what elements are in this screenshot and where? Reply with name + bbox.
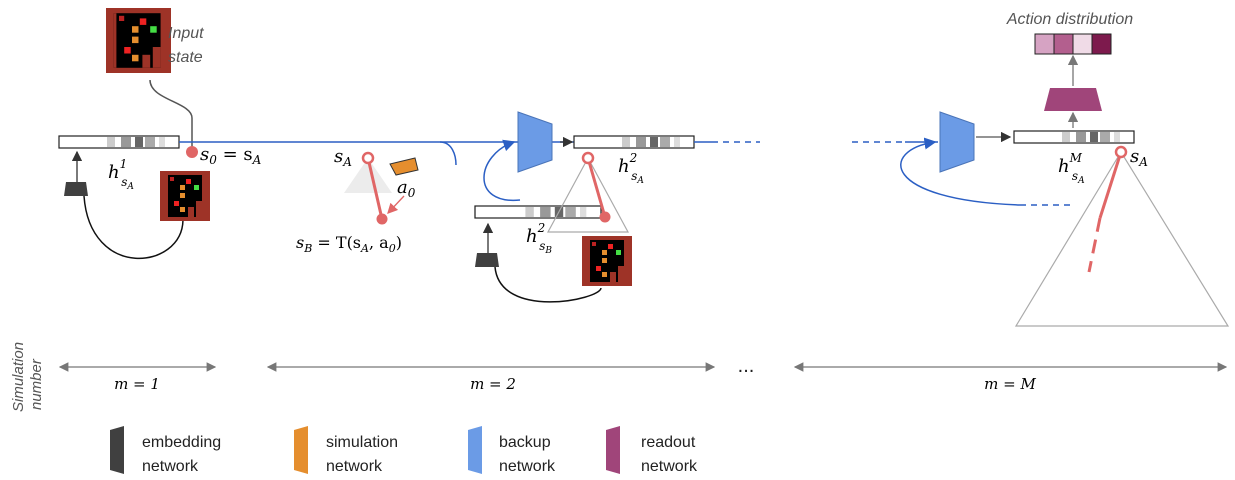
s0-label: s0 = sA (200, 144, 262, 167)
sA-label-M: sA (1130, 146, 1148, 169)
node-root-M (1114, 145, 1128, 159)
input-state-label-1: Input (168, 25, 204, 42)
simulation-tree-light (344, 158, 392, 193)
sim-edge-2 (366, 157, 384, 220)
node-leaf-2 (599, 211, 611, 223)
embedding-bar-1 (58, 135, 180, 149)
grid-2 (582, 236, 632, 286)
search-tree-2 (546, 156, 630, 233)
legend-embedding-icon (110, 426, 124, 474)
embedding-network-1 (64, 182, 88, 196)
embed-loop-1 (83, 195, 184, 259)
tree-edge-M-2 (1087, 217, 1102, 273)
legend: embedding network simulation network bac… (110, 426, 698, 475)
embedding-bar-2 (573, 135, 695, 149)
action-distribution (1034, 33, 1112, 55)
input-connector (149, 79, 193, 150)
node-sB-2 (376, 213, 388, 225)
sB-equation: sB = T(sA, a0) (296, 233, 402, 255)
range-m2-label: m = 2 (470, 375, 516, 393)
sA-label-2: sA (334, 146, 352, 169)
backup-input-curve (483, 139, 521, 201)
legend-readout-label-2: network (641, 458, 698, 475)
legend-simulation-icon (294, 426, 308, 474)
tree-edge-2 (586, 157, 607, 218)
simulation-label-1: Simulation (10, 342, 27, 412)
embed-loop-2 (494, 266, 602, 303)
simulation-network-2 (389, 157, 419, 176)
legend-embedding-label-1: embedding (142, 434, 221, 451)
state-line-drop (439, 141, 457, 166)
a0-arrow (387, 195, 405, 214)
backup-network-2 (517, 111, 553, 173)
legend-readout-icon (606, 426, 620, 474)
legend-backup-label-1: backup (499, 434, 551, 451)
readout-network (1044, 88, 1102, 111)
search-tree-M (1014, 150, 1230, 327)
range-mM-label: m = M (984, 375, 1036, 393)
backup-input-curve-M (900, 137, 1021, 206)
input-state-label-2: state (168, 49, 203, 66)
input-state-grid (106, 8, 171, 73)
node-sA-2 (361, 151, 375, 165)
embedding-bar-sB (474, 205, 602, 219)
tree-edge-M-1 (1098, 151, 1123, 219)
a0-label: a0 (397, 177, 416, 200)
range-ellipsis: ... (738, 355, 755, 377)
legend-backup-icon (468, 426, 482, 474)
action-cell-4 (1091, 33, 1112, 55)
range-m1-label: m = 1 (114, 375, 160, 393)
backup-network-M (939, 111, 975, 173)
embedding-network-2 (475, 253, 499, 267)
legend-backup-label-2: network (499, 458, 556, 475)
legend-readout-label-1: readout (641, 434, 696, 451)
action-cell-1 (1034, 33, 1055, 55)
grid-1 (160, 171, 210, 221)
embedding-bar-M (1013, 130, 1135, 144)
action-distribution-label: Action distribution (1006, 11, 1133, 28)
node-root-2 (581, 151, 595, 165)
action-cell-2 (1053, 33, 1074, 55)
legend-simulation-label-1: simulation (326, 434, 398, 451)
action-cell-3 (1072, 33, 1093, 55)
legend-embedding-label-2: network (142, 458, 199, 475)
root-node-1 (186, 146, 198, 158)
simulation-label-2: number (28, 358, 45, 410)
legend-simulation-label-2: network (326, 458, 383, 475)
